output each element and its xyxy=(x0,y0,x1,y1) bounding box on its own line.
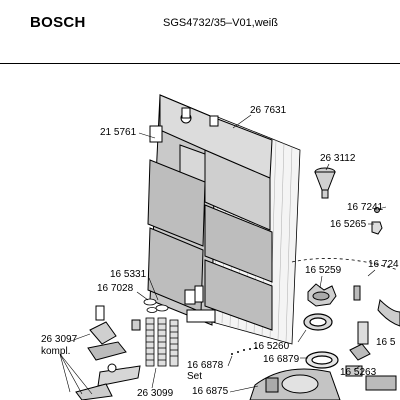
part-label: 16 7028 xyxy=(97,283,134,294)
ring-part xyxy=(303,313,333,331)
small-fitting-part xyxy=(345,365,397,391)
part-label: 26 3097 xyxy=(41,334,78,345)
part-label: 16 6878 xyxy=(187,360,224,371)
spring-hoses xyxy=(143,298,179,367)
part-label: 16 5 xyxy=(376,337,396,348)
clip-part xyxy=(371,207,383,235)
leader-lines xyxy=(59,114,387,395)
part-label: 16 5259 xyxy=(305,265,342,276)
part-label: 16 7241 xyxy=(347,202,384,213)
model-title: SGS4732/35–V01,weiß xyxy=(163,17,278,29)
right-hose-part xyxy=(349,298,400,361)
part-label: kompl. xyxy=(41,346,71,357)
pump-assembly xyxy=(249,368,341,400)
part-label: 16 6875 xyxy=(192,386,229,397)
part-label: 16 5265 xyxy=(330,219,367,230)
part-label: 16 6879 xyxy=(263,354,300,365)
valve-parts xyxy=(75,305,141,400)
gasket-part xyxy=(305,351,339,369)
part-label: 21 5761 xyxy=(100,127,137,138)
funnel-cap-part xyxy=(314,167,336,199)
part-label: 16 5331 xyxy=(110,269,147,280)
part-label: 16 5263 xyxy=(340,367,377,378)
dashed-guide-arc xyxy=(291,258,399,271)
part-label: 26 3099 xyxy=(137,388,174,399)
brand-logo-text: BOSCH xyxy=(30,14,86,31)
water-tank xyxy=(147,94,273,331)
part-label: 16 5260 xyxy=(253,341,290,352)
star-nut-part xyxy=(307,283,337,307)
screw-part xyxy=(353,285,361,301)
part-label: 26 7631 xyxy=(250,105,287,116)
header-divider xyxy=(0,63,400,64)
part-label: 26 3112 xyxy=(320,153,356,164)
part-label: Set xyxy=(187,371,203,382)
screw-set-part xyxy=(231,347,257,355)
part-label: 16 724 xyxy=(368,259,399,270)
